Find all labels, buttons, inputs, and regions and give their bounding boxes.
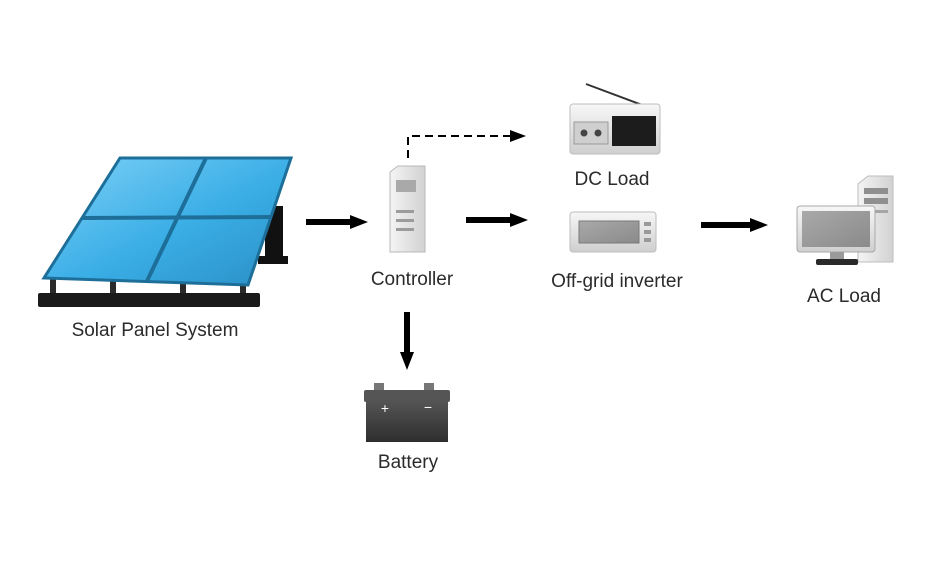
inverter-icon — [569, 211, 657, 253]
arrow-controller-to-battery — [400, 312, 414, 370]
inverter-label: Off-grid inverter — [551, 271, 683, 292]
solar-label: Solar Panel System — [72, 320, 239, 341]
computer-icon — [796, 175, 894, 265]
battery-label: Battery — [378, 452, 439, 473]
controller-label: Controller — [371, 269, 454, 290]
controller-icon — [389, 165, 426, 253]
dashed-arrow-controller-to-dc-load — [407, 130, 526, 158]
arrow-inverter-to-ac-load — [701, 218, 768, 232]
battery-icon: + − — [364, 383, 450, 442]
radio-icon — [569, 83, 661, 155]
battery-plus-sign: + — [381, 400, 389, 416]
arrow-controller-to-inverter — [466, 213, 528, 227]
battery-minus-sign: − — [424, 399, 432, 415]
arrow-solar-to-controller — [306, 215, 368, 229]
ac-load-label: AC Load — [807, 286, 881, 307]
solar-panel-icon — [38, 156, 294, 307]
dc-load-label: DC Load — [575, 169, 650, 190]
